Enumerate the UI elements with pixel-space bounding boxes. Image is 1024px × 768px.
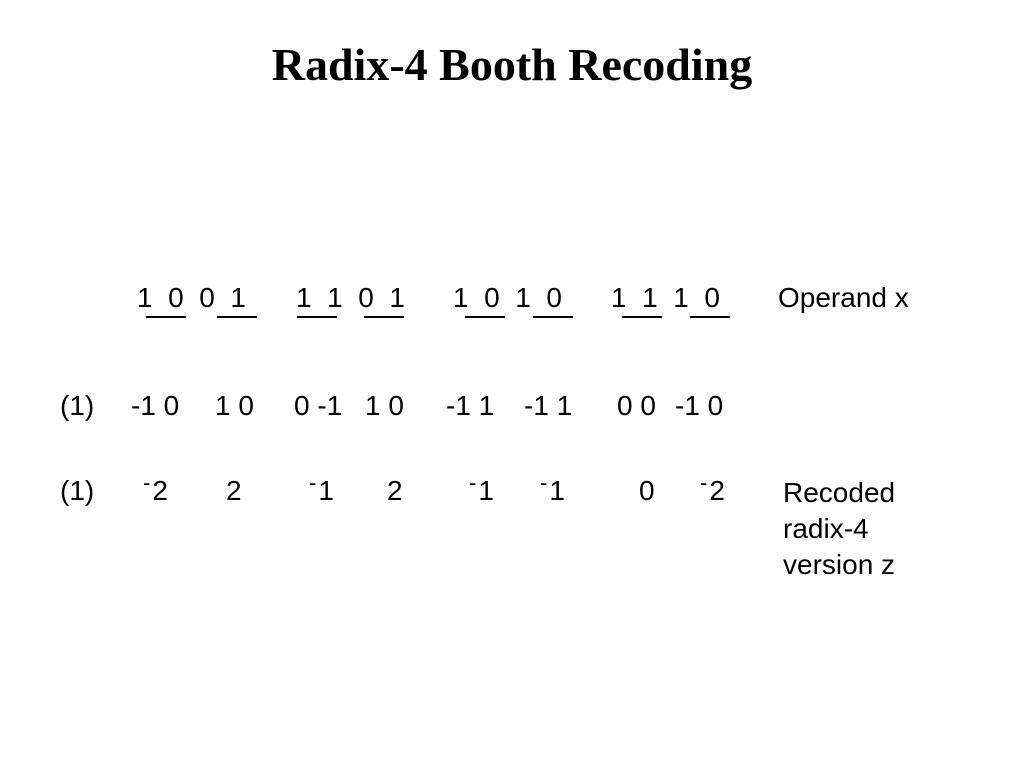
pair-bar	[217, 316, 257, 318]
recoded-label-line-3: version z	[783, 549, 896, 580]
pair-bar	[364, 316, 404, 318]
slide-title: Radix-4 Booth Recoding	[271, 39, 753, 90]
pair-digit-3: 0 -1	[294, 390, 343, 421]
recoded-digit-4: 2	[385, 475, 403, 509]
pair-digit-7: 0 0	[617, 390, 656, 421]
pair-bar	[690, 316, 730, 318]
pair-digit-1: -1 0	[131, 390, 180, 421]
pair-digit-4: 1 0	[365, 390, 404, 421]
recoded-label: Recoded radix-4 version z	[783, 475, 895, 583]
recoded-value: 2	[226, 475, 242, 506]
recoded-digit-1: -2	[143, 470, 168, 509]
pair-bar	[622, 316, 662, 318]
recoded-digit-6: -1	[540, 470, 565, 509]
recoded-sign: -	[540, 470, 548, 495]
recoded-value: 2	[387, 475, 403, 506]
operand-group-1: 1 0 0 1	[137, 282, 246, 313]
recoded-digit-5: -1	[469, 470, 494, 509]
pair-digit-6: -1 1	[524, 390, 573, 421]
recoded-row: (1) -2 2 -1 2 -1 -1 0 -2	[0, 470, 1024, 515]
pair-bar	[146, 316, 186, 318]
recoded-sign: -	[700, 470, 708, 495]
pair-bar	[533, 316, 573, 318]
pair-digit-8: -1 0	[675, 390, 724, 421]
pair-bars	[0, 316, 1024, 356]
recoded-sign: -	[469, 470, 477, 495]
pair-digits-row: (1) -1 0 1 0 0 -1 1 0 -1 1 -1 1 0 0 -1 0	[0, 390, 1024, 430]
recoded-value: 0	[639, 475, 655, 506]
recoded-value: 2	[709, 475, 725, 506]
recoded-prefix: (1)	[60, 475, 95, 506]
recoded-label-line-1: Recoded	[783, 477, 896, 508]
recoded-value: 2	[152, 475, 168, 506]
operand-label: Operand x	[778, 282, 909, 313]
operand-group-4: 1 1 1 0	[611, 282, 720, 313]
operand-row: 1 0 0 1 1 1 0 1 1 0 1 0 1 1 1 0 Operand …	[0, 282, 1024, 322]
pair-digit-2: 1 0	[215, 390, 254, 421]
pair-prefix: (1)	[60, 390, 95, 421]
operand-group-3: 1 0 1 0	[453, 282, 562, 313]
pair-digit-5: -1 1	[446, 390, 495, 421]
pair-bar	[465, 316, 505, 318]
recoded-value: 1	[318, 475, 334, 506]
recoded-label-line-2: radix-4	[783, 513, 869, 544]
recoded-digit-3: -1	[309, 470, 334, 509]
pair-bar	[297, 316, 337, 318]
recoded-digit-8: -2	[700, 470, 725, 509]
recoded-sign: -	[143, 470, 151, 495]
recoded-digit-2: 2	[224, 475, 242, 509]
recoded-digit-7: 0	[637, 475, 655, 509]
recoded-sign: -	[309, 470, 317, 495]
recoded-value: 1	[478, 475, 494, 506]
recoded-value: 1	[549, 475, 565, 506]
operand-group-2: 1 1 0 1	[296, 282, 405, 313]
